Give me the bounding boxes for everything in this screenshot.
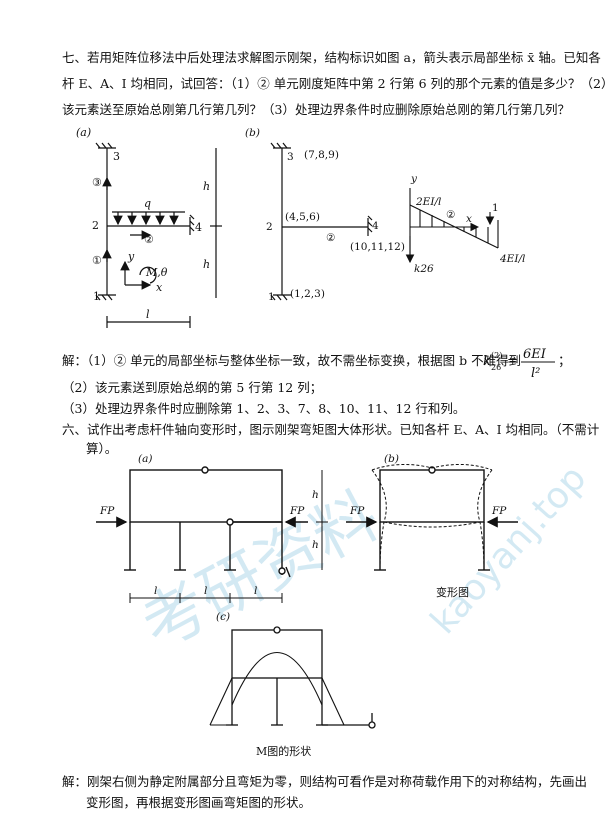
fig-7b-node3: 3 — [287, 151, 294, 163]
q7-line3: 该元素送至原始总刚第几行第几列？（3）处理边界条件时应删除原始总刚的第几行第几列… — [62, 102, 570, 117]
fig-7a-h1: h — [203, 180, 210, 193]
watermark-text-url: kaoyanj.top — [423, 458, 595, 642]
fig-7b-code3: (7,8,9) — [304, 149, 339, 161]
fig-6a-h2: h — [312, 539, 319, 551]
fig-7b-one: 1 — [492, 202, 499, 214]
fig-7b-moment — [405, 188, 499, 264]
fig-6a-labels: (a) FP FP h h l l l — [99, 453, 319, 597]
fig-7b-node2: 2 — [266, 221, 273, 233]
fig-7a-node2: 2 — [92, 219, 99, 232]
q7-line1: 七、若用矩阵位移法中后处理法求解图示刚架，结构标识如图 a，箭头表示局部坐标 x… — [62, 50, 601, 65]
fig-7b-node1: 1 — [268, 291, 275, 303]
fig-7b-code2: (4,5,6) — [285, 211, 320, 223]
fig-7a — [95, 142, 222, 328]
watermark: 考研资料 kaoyanj.top — [130, 458, 594, 665]
fig-7a-node1: 1 — [93, 290, 100, 303]
sol7-line2: （2）该元素送到原始总纲的第 5 行第 12 列； — [62, 380, 323, 395]
sol6-line1: 解：刚架右侧为静定附属部分且弯矩为零，则结构可看作是对称荷载作用下的对称结构，先… — [62, 774, 588, 789]
fig-6a-fp-right: FP — [289, 505, 305, 517]
fig-7a-elem1: ① — [92, 254, 102, 267]
fig-6a — [96, 466, 328, 603]
fig-7a-elem3: ③ — [92, 176, 102, 189]
q6-line2: 算）。 — [86, 441, 118, 456]
fig-7b-x: x — [466, 213, 472, 225]
fig-6a-l2: l — [204, 585, 207, 597]
fig-6b — [346, 464, 518, 571]
sol7-line1: 解：（1）② 单元的局部坐标与整体坐标一致，故不需坐标变换，根据图 b 不难得到 — [62, 353, 522, 368]
fig-6c — [209, 626, 376, 729]
fig-7b-elem2: ② — [326, 232, 336, 244]
fig-7a-elem2: ② — [144, 233, 154, 246]
fig-7b-m2: 4EI/l — [499, 253, 525, 265]
fig-7a-labels: (a) 3 2 1 4 ③ ① ② q h h l y x M,θ — [76, 126, 210, 321]
fig-7a-node3: 3 — [113, 150, 120, 163]
fig-7b-labels: (b) 3 (7,8,9) 2 (4,5,6) ② 4 (10,11,12) 1… — [245, 127, 405, 303]
k-formula: k (2) 26 = 6EI l² ； — [483, 347, 571, 381]
fig-6a-l3: l — [254, 585, 257, 597]
fig-7a-l: l — [146, 308, 150, 321]
sol6-line2: 变形图，再根据变形图画弯矩图的形状。 — [86, 795, 312, 810]
fig-7b-label: (b) — [245, 127, 260, 139]
fig-6a-h1: h — [312, 489, 319, 501]
fig-7a-q: q — [144, 197, 151, 210]
fig-7a-label: (a) — [76, 126, 91, 139]
fig-7b-moment-labels: y x ② 2EI/l 4EI/l k26 1 — [410, 173, 525, 275]
fig-7b-code1: (1,2,3) — [290, 288, 325, 300]
k-formula-sup: (2) — [491, 351, 502, 360]
fig-7b-node4: 4 — [372, 220, 379, 232]
q7-line2: 杆 E、A、I 均相同，试回答：（1）② 单元刚度矩阵中第 2 行第 6 列的那… — [62, 76, 608, 91]
fig-6a-label: (a) — [138, 453, 152, 465]
k-formula-eq: = — [507, 354, 518, 369]
fig-6a-fp-left: FP — [99, 505, 115, 517]
fig-6b-caption: 变形图 — [436, 585, 469, 599]
fig-6c-labels: (c) M图的形状 — [216, 611, 311, 758]
fig-6b-fp-right: FP — [491, 505, 507, 517]
fig-7a-y: y — [127, 250, 135, 263]
fig-7a-x: x — [156, 281, 163, 294]
fig-7b — [270, 142, 373, 301]
fig-6a-l1: l — [154, 585, 157, 597]
k-formula-semi: ； — [558, 354, 571, 369]
fig-7b-elem2b: ② — [446, 209, 456, 221]
fig-6c-label: (c) — [216, 611, 230, 623]
fig-7b-code4: (10,11,12) — [350, 241, 405, 253]
fig-6b-fp-left: FP — [349, 505, 365, 517]
fig-6b-label: (b) — [384, 453, 399, 465]
fig-7b-y: y — [410, 173, 418, 185]
fig-7a-h2: h — [203, 258, 210, 271]
fig-7a-m: M,θ — [145, 266, 168, 279]
fig-7b-k26: k26 — [414, 263, 434, 275]
fig-6c-caption: M图的形状 — [256, 744, 311, 758]
q6-line1: 六、试作出考虑杆件轴向变形时，图示刚架弯矩图大体形状。已知各杆 E、A、I 均相… — [62, 422, 600, 437]
fig-7a-node4: 4 — [195, 221, 202, 234]
k-formula-sub: 26 — [491, 363, 501, 372]
k-formula-num: 6EI — [523, 347, 547, 362]
fig-6b-labels: (b) FP FP 变形图 — [349, 453, 507, 599]
fig-7b-m1: 2EI/l — [415, 196, 441, 208]
k-formula-den: l² — [531, 366, 540, 381]
k-formula-k: k — [483, 354, 491, 369]
sol7-line3: （3）处理边界条件时应删除第 1、2、3、7、8、10、11、12 行和列。 — [62, 401, 466, 416]
